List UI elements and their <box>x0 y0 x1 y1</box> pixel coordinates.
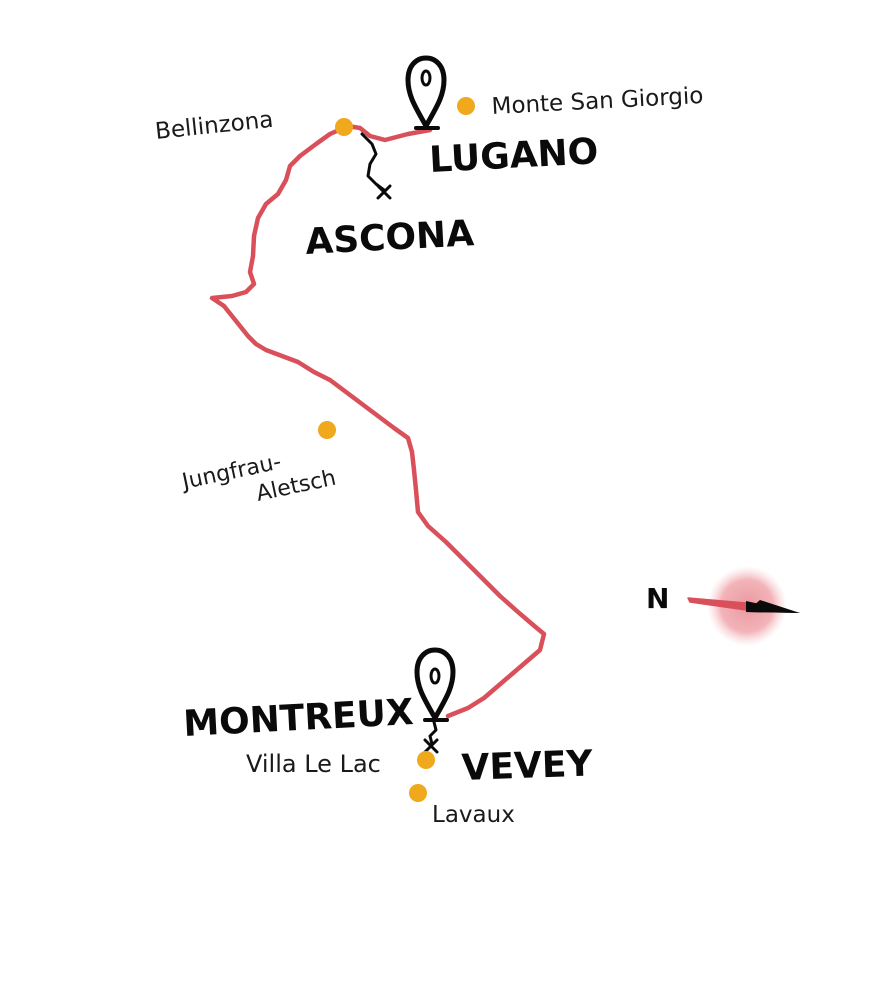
bellinzona-label: Bellinzona <box>154 107 275 145</box>
compass-north-label: N <box>646 582 669 615</box>
ascona-trail <box>360 132 386 192</box>
compass-icon <box>687 566 800 646</box>
montreux-label: MONTREUX <box>182 692 414 745</box>
villa-le-lac-label: Villa Le Lac <box>246 750 381 778</box>
ascona-x-mark-icon <box>376 184 392 200</box>
villa-le-lac-dot <box>417 751 435 769</box>
lugano-map-pin-icon <box>405 55 447 130</box>
vevey-label: VEVEY <box>461 743 594 789</box>
lugano-label: LUGANO <box>428 131 599 181</box>
montreux-map-pin-icon <box>414 647 456 722</box>
lavaux-label: Lavaux <box>432 802 515 828</box>
lavaux-dot <box>409 784 427 802</box>
monte-san-giorgio-dot <box>457 97 475 115</box>
jungfrau-aletsch-dot <box>318 421 336 439</box>
vevey-x-mark-icon <box>423 738 439 754</box>
ascona-label: ASCONA <box>304 213 475 263</box>
route-line <box>209 123 547 719</box>
monte-san-giorgio-label: Monte San Giorgio <box>491 83 704 120</box>
bellinzona-dot <box>335 118 353 136</box>
vevey-trail <box>428 720 438 746</box>
